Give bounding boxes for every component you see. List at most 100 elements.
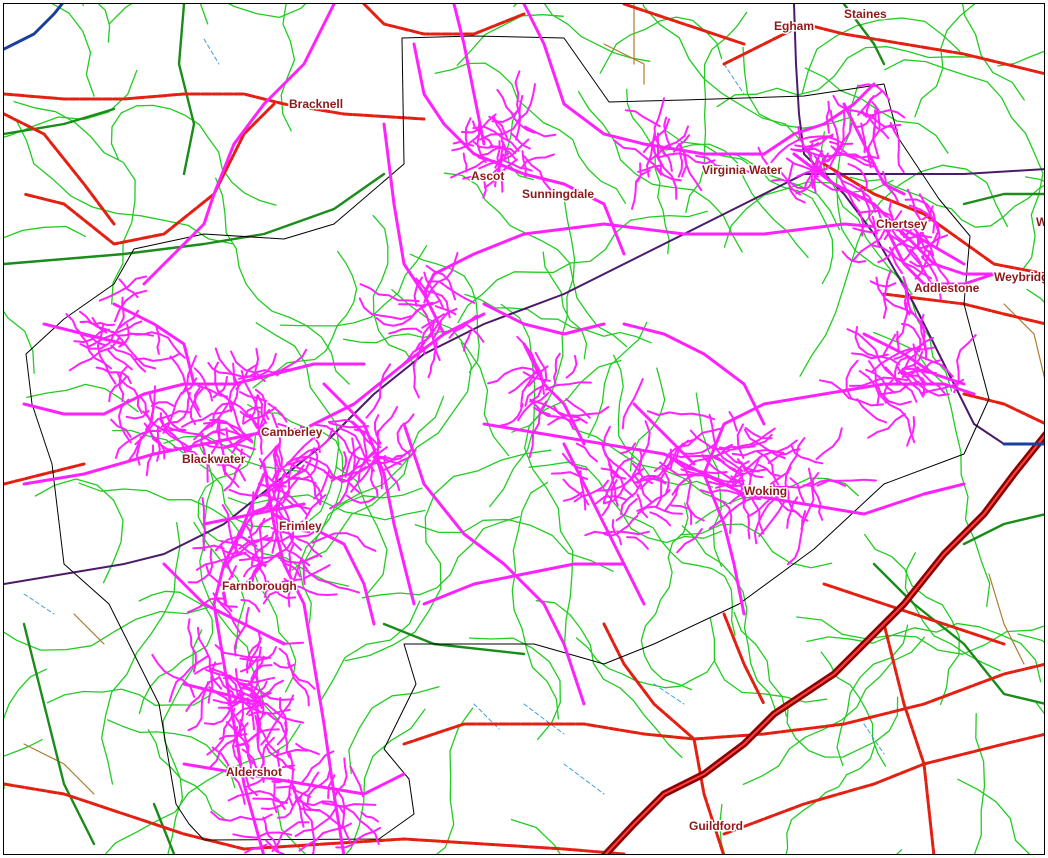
minor-road [147, 729, 225, 820]
coverage-local-road [908, 204, 941, 248]
minor-road [716, 46, 973, 108]
coverage-local-road [201, 497, 206, 552]
coverage-local-road [276, 514, 311, 534]
minor-road [535, 600, 683, 759]
coverage-local-road [683, 441, 719, 455]
coverage-local-road [731, 439, 798, 457]
minor-road [51, 4, 95, 97]
coverage-local-road [579, 470, 587, 511]
coverage-local-road [636, 162, 642, 183]
coverage-local-road [775, 490, 809, 522]
coverage-route [482, 302, 606, 336]
minor-road [664, 129, 841, 231]
coverage-local-road [243, 563, 267, 578]
coverage-local-road [207, 661, 217, 704]
b-road [872, 562, 1044, 705]
coverage-route [162, 562, 286, 646]
minor-road [199, 4, 209, 25]
coverage-local-road [820, 122, 853, 172]
coverage-local-road [303, 800, 346, 816]
coverage-local-road [677, 143, 688, 178]
footpath [653, 683, 685, 705]
coverage-local-road [298, 822, 352, 852]
coverage-local-road [463, 322, 485, 343]
coverage-local-road [116, 320, 143, 334]
coverage-local-road [239, 391, 268, 403]
coverage-local-road [302, 560, 306, 585]
b-road [152, 802, 176, 854]
coverage-local-road [529, 400, 551, 416]
coverage-local-road [857, 210, 912, 242]
footpath [723, 63, 745, 95]
motorway [4, 4, 64, 51]
coverage-local-road [631, 169, 651, 210]
coverage-local-road [197, 385, 229, 398]
coverage-local-road [427, 340, 438, 379]
coverage-local-road [246, 692, 272, 716]
coverage-local-road [228, 382, 238, 413]
coverage-local-road [632, 473, 653, 504]
coverage-route [882, 222, 996, 286]
coverage-local-road [353, 428, 382, 449]
minor-road [914, 4, 976, 118]
coverage-local-road [756, 450, 780, 486]
coverage-local-road [300, 750, 335, 785]
coverage-local-road [113, 289, 148, 323]
road-network-map[interactable]: BracknellEghamStainesAscotSunningdaleVir… [4, 4, 1045, 855]
coverage-local-road [250, 664, 273, 705]
coverage-local-road [375, 305, 426, 327]
coverage-local-road [700, 454, 740, 484]
coverage-local-road [845, 359, 859, 400]
coverage-local-road [216, 463, 246, 482]
coverage-local-road [895, 293, 912, 341]
coverage-local-road [496, 88, 514, 116]
coverage-local-road [264, 469, 281, 497]
coverage-local-road [145, 444, 154, 477]
coverage-local-road [658, 152, 716, 165]
coverage-local-road [270, 527, 323, 558]
coverage-local-road [79, 320, 116, 327]
coverage-local-road [868, 360, 912, 406]
tracks-layer [23, 4, 1044, 795]
coverage-local-road [194, 662, 223, 675]
minor-road [806, 622, 1042, 683]
coverage-local-road [728, 411, 738, 432]
minor-road [97, 4, 111, 43]
minor-road [112, 429, 271, 528]
footpath [203, 38, 220, 65]
coverage-local-road [373, 449, 412, 461]
coverage-local-road [432, 307, 458, 339]
coverage-local-road [921, 255, 942, 301]
coverage-local-road [663, 116, 672, 149]
coverage-local-road [744, 426, 773, 440]
coverage-local-road [608, 463, 627, 480]
coverage-local-road [211, 746, 246, 805]
minor-road [489, 303, 536, 508]
coverage-local-road [573, 479, 609, 503]
coverage-local-road [250, 530, 275, 566]
minor-road [443, 172, 628, 348]
coverage-local-road [877, 384, 916, 444]
coverage-route [382, 122, 426, 296]
coverage-local-road [129, 354, 147, 373]
minor-road [961, 4, 1025, 101]
a-road [822, 582, 1006, 646]
coverage-local-road [851, 352, 901, 366]
minor-road [543, 4, 651, 62]
coverage-local-road [488, 115, 509, 141]
town-label-addlestone: Addlestone [914, 281, 980, 295]
coverage-local-road [358, 455, 380, 483]
coverage-local-road [731, 427, 776, 451]
minor-road [457, 210, 708, 324]
coverage-local-road [621, 378, 644, 430]
minor-road [733, 611, 788, 717]
coverage-local-road [846, 328, 896, 379]
minor-road [348, 686, 440, 775]
coverage-local-road [803, 149, 824, 192]
coverage-local-road [883, 379, 894, 404]
coverage-route [112, 302, 196, 386]
coverage-local-road [301, 801, 316, 854]
coverage-local-road [375, 406, 399, 436]
minor-road [456, 14, 564, 66]
